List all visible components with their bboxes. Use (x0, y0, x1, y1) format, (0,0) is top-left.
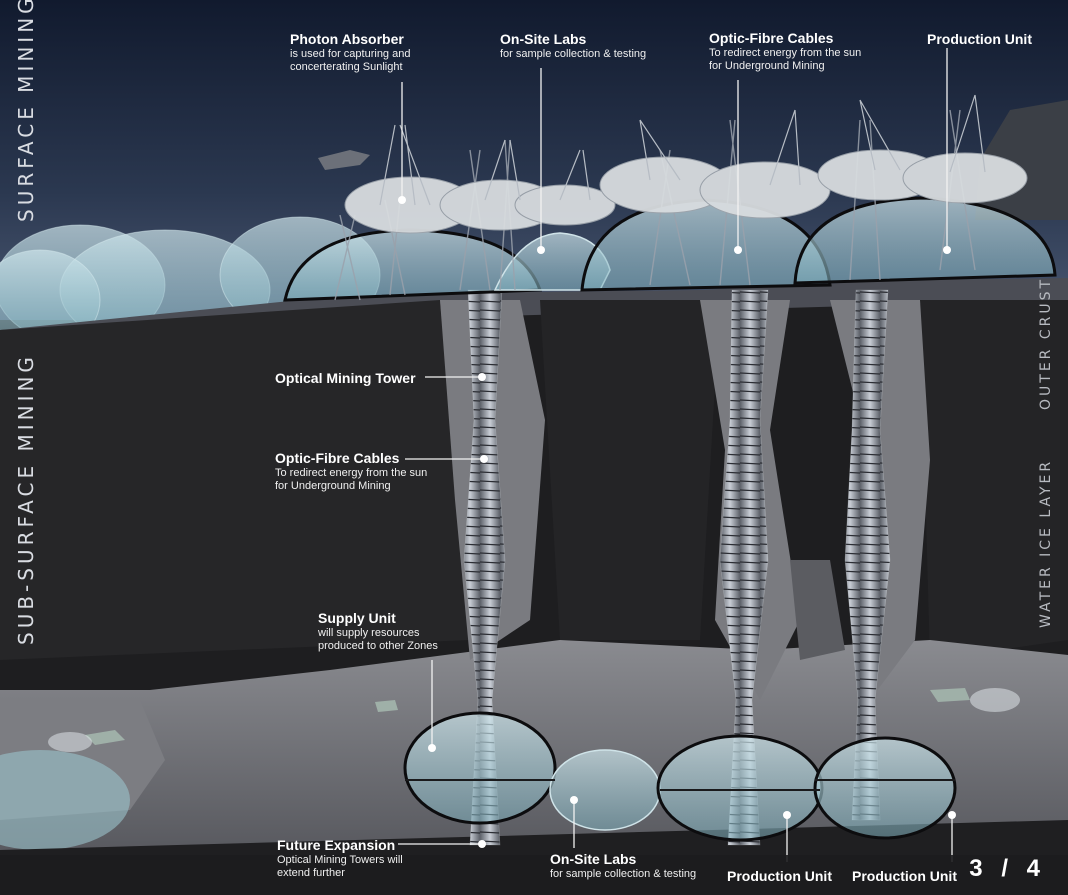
optic-fibre-mid-title: Optic-Fibre Cables (275, 450, 400, 466)
photon-absorber-callout: Photon Absorber is used for capturing an… (290, 31, 410, 74)
onsite-labs-bottom-callout: On-Site Labs for sample collection & tes… (550, 851, 696, 881)
onsite-labs-bottom-desc: for sample collection & testing (550, 867, 697, 880)
tower-2 (719, 289, 769, 846)
production-unit-bottom-2-callout: Production Unit (852, 868, 957, 885)
water-ice-layer-label: Water Ice Layer (1038, 458, 1054, 628)
subsurface-mining-label: Sub-Surface Mining (14, 353, 38, 645)
rock-texture (0, 300, 470, 660)
flying-vehicle (318, 150, 370, 170)
future-expansion-desc-1: Optical Mining Towers will (277, 853, 403, 866)
onsite-labs-top-title: On-Site Labs (500, 31, 587, 47)
optic-fibre-top-desc-2: for Underground Mining (709, 59, 825, 72)
future-expansion-callout: Future Expansion Optical Mining Towers w… (277, 837, 403, 880)
surface-mining-label: Surface Mining (14, 0, 38, 222)
absorber-legs (379, 94, 986, 206)
tower-1 (463, 289, 506, 846)
supply-unit-pod (403, 711, 557, 825)
production-unit-bottom-2-title: Production Unit (852, 868, 957, 884)
underground-units (403, 711, 957, 842)
production-unit-bottom-1-title: Production Unit (727, 868, 832, 884)
photon-absorber-desc-2: concerterating Sunlight (290, 60, 403, 73)
pod-floors (405, 779, 955, 791)
supply-unit-desc-2: produced to other Zones (318, 639, 438, 652)
supply-unit-title: Supply Unit (318, 610, 396, 626)
optical-mining-tower-title: Optical Mining Tower (275, 370, 416, 386)
optic-fibre-mid-callout: Optic-Fibre Cables To redirect energy fr… (275, 450, 427, 493)
lab-pod-lower (549, 749, 661, 831)
production-unit-top-callout: Production Unit (927, 31, 1032, 48)
supply-unit-desc-1: will supply resources (318, 626, 420, 639)
optic-fibre-mid-desc-2: for Underground Mining (275, 479, 391, 492)
optical-mining-towers (463, 289, 891, 846)
production-unit-bottom-1-callout: Production Unit (727, 868, 832, 885)
optic-fibre-top-title: Optic-Fibre Cables (709, 30, 834, 46)
page-indicator: 3 / 4 (969, 855, 1046, 882)
surface-dome-4 (793, 196, 1057, 285)
production-pod-1 (656, 734, 824, 842)
outer-crust-label: Outer Crust (1038, 276, 1054, 410)
bottom-bar (0, 855, 1068, 895)
supply-unit-callout: Supply Unit will supply resources produc… (318, 610, 438, 653)
optic-fibre-top-desc-1: To redirect energy from the sun (709, 46, 862, 59)
onsite-labs-top-callout: On-Site Labs for sample collection & tes… (500, 31, 646, 61)
leader-lines (398, 48, 953, 862)
production-unit-top-title: Production Unit (927, 31, 1032, 47)
cave-rovers (85, 688, 970, 745)
cave-pool (0, 750, 130, 850)
photon-absorber-desc-1: is used for capturing and (290, 47, 411, 60)
leader-dots (398, 196, 956, 848)
onsite-labs-bottom-title: On-Site Labs (550, 851, 637, 867)
onsite-labs-top-desc: for sample collection & testing (500, 47, 647, 60)
production-pod-2 (813, 736, 957, 840)
optical-mining-tower-callout: Optical Mining Tower (275, 370, 416, 387)
future-expansion-desc-2: extend further (277, 866, 345, 879)
optic-fibre-mid-desc-1: To redirect energy from the sun (275, 466, 428, 479)
future-expansion-title: Future Expansion (277, 837, 396, 853)
photon-absorber-title: Photon Absorber (290, 31, 404, 47)
optic-fibre-top-callout: Optic-Fibre Cables To redirect energy fr… (709, 30, 861, 73)
photon-absorbers (344, 149, 1028, 234)
